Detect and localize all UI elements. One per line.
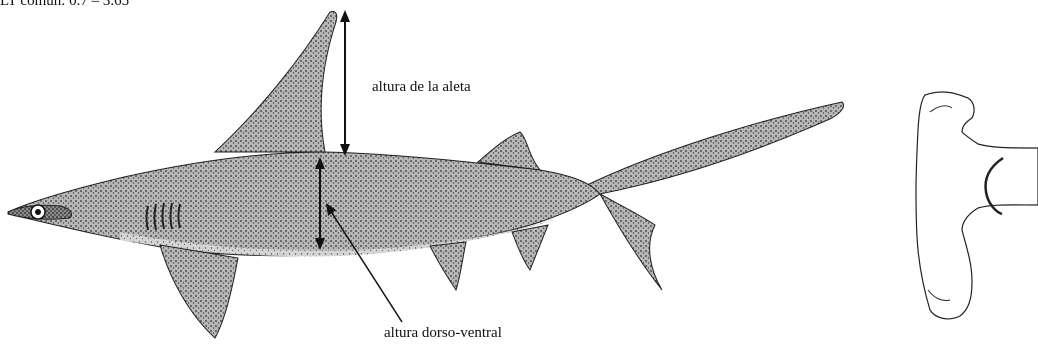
caudal-fin-lower-lobe — [600, 194, 662, 290]
head-ventral-view — [916, 92, 1038, 319]
first-dorsal-fin — [215, 11, 337, 152]
shark-lateral-view — [8, 11, 844, 338]
shark-body — [8, 152, 600, 256]
fin-height-label: altura de la aleta — [372, 80, 471, 95]
pelvic-fin — [430, 242, 466, 290]
fin-height-arrow — [340, 10, 350, 156]
eye-icon — [31, 205, 45, 219]
pectoral-fin — [160, 245, 238, 338]
dorso-ventral-label: altura dorso-ventral — [384, 326, 502, 341]
anal-fin — [512, 225, 548, 270]
head-outline — [916, 92, 1038, 319]
size-range-label: LT común: 0.7 – 3.65 — [0, 0, 129, 9]
caudal-fin-upper-lobe — [585, 102, 844, 194]
